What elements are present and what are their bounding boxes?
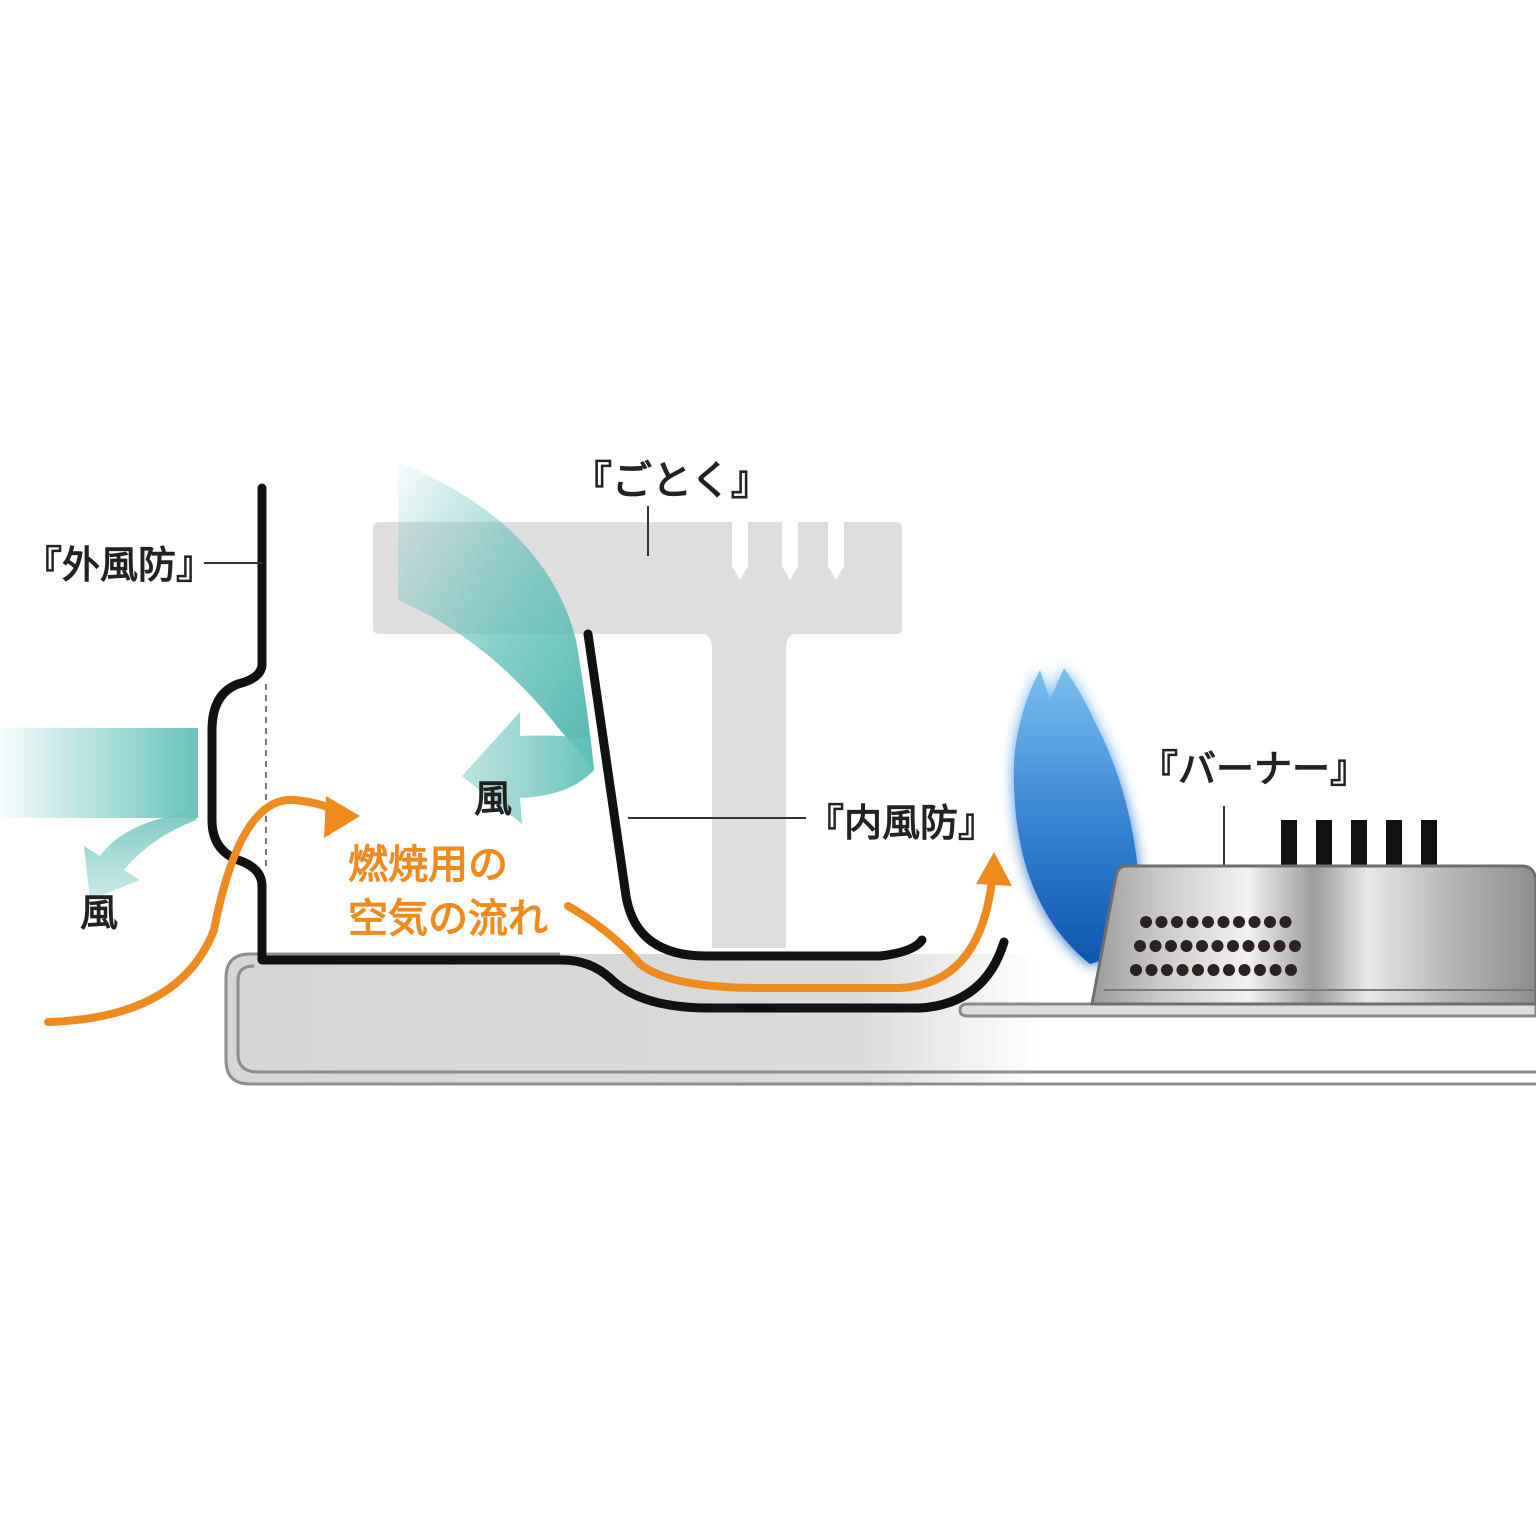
burner-pin <box>1351 820 1367 868</box>
burner-hole <box>1161 964 1173 976</box>
burner-hole <box>1134 940 1146 952</box>
burner-hole <box>1273 940 1286 952</box>
burner-holes <box>1130 916 1301 976</box>
burner-hole <box>1140 916 1152 928</box>
burner-pin <box>1421 820 1437 868</box>
burner-hole <box>1269 964 1282 976</box>
wind-arrow-left-icon <box>84 812 196 900</box>
wind-arrow-center-icon <box>462 712 594 824</box>
burner-hole <box>1207 964 1220 976</box>
burner-hole <box>1171 916 1183 928</box>
label-outer-windshield: 『外風防』 <box>24 543 214 587</box>
burner-pin <box>1316 820 1332 868</box>
burner-hole <box>1242 940 1255 952</box>
inner-windshield <box>583 629 927 961</box>
burner-hole <box>1180 940 1193 952</box>
label-wind-left: 風 <box>80 891 118 935</box>
burner-hole <box>1155 916 1168 928</box>
airflow-path-left <box>44 795 338 1026</box>
label-wind-center: 風 <box>474 777 512 821</box>
burner-hole <box>1165 940 1177 952</box>
burner-pin <box>1281 820 1297 868</box>
airflow-arrowhead-right-icon <box>976 852 1012 886</box>
burner-hole <box>1130 964 1142 976</box>
burner-hole <box>1149 940 1162 952</box>
burner-hole <box>1258 940 1270 952</box>
burner-hole <box>1196 940 1208 952</box>
burner-hole <box>1217 916 1230 928</box>
burner-hole <box>1233 916 1245 928</box>
label-burner: 『バーナー』 <box>1140 747 1368 791</box>
burner-hole <box>1248 916 1261 928</box>
burner-body <box>1090 864 1536 1006</box>
burner-plate <box>958 1002 1536 1018</box>
burner-hole <box>1145 964 1158 976</box>
burner-pin <box>1386 820 1402 868</box>
burner-hole <box>1223 964 1235 976</box>
wind-curve-center-fill <box>398 462 594 770</box>
wind-band-left <box>0 728 198 818</box>
burner-hole <box>1279 916 1292 928</box>
burner-hole <box>1254 964 1266 976</box>
burner-hole <box>1264 916 1276 928</box>
airflow-path-right <box>564 876 996 992</box>
airflow-arrowhead-left-icon <box>324 796 360 838</box>
label-airflow-line1: 燃焼用の <box>348 842 508 888</box>
outer-windshield <box>207 483 1009 1013</box>
flame-icon <box>1013 668 1141 964</box>
burner-hole <box>1227 940 1239 952</box>
burner-hole <box>1211 940 1224 952</box>
label-inner-windshield: 『内風防』 <box>806 801 996 845</box>
burner-hole <box>1285 964 1297 976</box>
burner-hole <box>1186 916 1199 928</box>
burner <box>1090 820 1536 1006</box>
burner-hole <box>1176 964 1189 976</box>
burner-hole <box>1192 964 1204 976</box>
burner-hole <box>1289 940 1301 952</box>
burner-hole <box>1238 964 1251 976</box>
label-trivet: 『ごとく』 <box>572 458 771 504</box>
base-tray-outline <box>224 952 1536 1086</box>
label-airflow-line2: 空気の流れ <box>348 896 548 942</box>
base-tray-inner-line <box>236 964 1536 1074</box>
burner-hole <box>1202 916 1214 928</box>
